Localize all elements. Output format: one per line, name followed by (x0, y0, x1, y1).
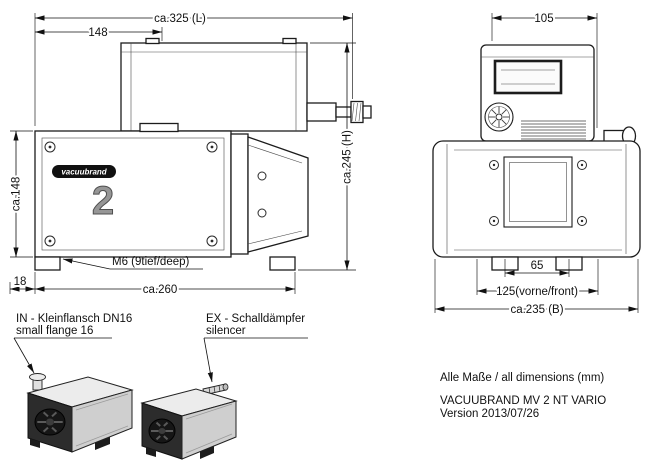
fan-grille (484, 102, 514, 132)
exhaust-label-en: silencer (206, 325, 246, 337)
pump-body-side: vacuubrand 2 (34, 122, 232, 258)
front-view: 105 65 125(vorne/front) ca.235 (B) (432, 11, 641, 318)
gas-ballast-fitting (306, 100, 372, 124)
dim-body-height: ca.148 (9, 130, 33, 258)
foot-right (269, 256, 296, 271)
iso-view-in (26, 373, 134, 453)
iso-foot (200, 446, 214, 459)
product-name: VACUUBRAND MV 2 NT VARIO (440, 395, 606, 407)
dim-length: ca.325 (L) (34, 11, 353, 126)
iso-foot (30, 438, 40, 448)
foot-left (34, 256, 61, 271)
dimensions-note: Alle Maße / all dimensions (mm) (440, 372, 604, 384)
dim-260-label: ca.260 (143, 284, 178, 296)
pump-head-cone (230, 133, 309, 255)
dim-65: 65 (504, 258, 570, 277)
brand-logo-plate (52, 165, 116, 178)
footer-notes: Alle Maße / all dimensions (mm) VACUUBRA… (440, 372, 606, 420)
pump-body-front (432, 140, 641, 258)
side-view: vacuubrand 2 ca.325 (L) 148 (9, 11, 372, 298)
label-exhaust: EX - Schalldämpfer silencer (203, 313, 308, 383)
iso-foot (95, 437, 110, 450)
motor-housing (120, 37, 308, 132)
dim-18-label: 18 (14, 276, 27, 288)
dim-148-label: 148 (88, 27, 107, 39)
dim-125: 125(vorne/front) (476, 259, 599, 300)
dim-width: ca.235 (B) (434, 259, 639, 318)
callout-m6: M6 (9tief/deep) (62, 256, 203, 270)
inlet-label-en: small flange 16 (16, 325, 93, 337)
version-note: Version 2013/07/26 (440, 408, 539, 420)
housing-screw-boss (282, 37, 297, 45)
fan-iso-b (148, 418, 176, 444)
dim-height-label: ca.245 (H) (342, 130, 354, 184)
controller-head (480, 44, 595, 142)
vent-slats (521, 120, 586, 140)
dim-105-label: 105 (534, 13, 553, 25)
dim-65-label: 65 (531, 260, 544, 272)
model-badge: 2 (92, 179, 114, 223)
fan-iso-a (34, 408, 66, 436)
display (493, 59, 563, 95)
dim-length-label: ca.325 (L) (154, 13, 206, 25)
exhaust-label-de: EX - Schalldämpfer (206, 313, 305, 325)
inlet-label-de: IN - Kleinflansch DN16 (16, 313, 132, 325)
iso-foot (146, 447, 156, 457)
callout-m6-label: M6 (9tief/deep) (112, 256, 190, 268)
label-inlet: IN - Kleinflansch DN16 small flange 16 (13, 313, 132, 374)
top-bracket (139, 122, 179, 133)
iso-views: IN - Kleinflansch DN16 small flange 16 E… (13, 313, 308, 460)
dim-260: ca.260 (34, 272, 296, 298)
dim-body-height-label: ca.148 (11, 177, 23, 212)
iso-view-ex (140, 383, 238, 460)
dim-width-label: ca.235 (B) (510, 304, 563, 316)
dim-height: ca.245 (H) (298, 42, 356, 271)
dim-148: 148 (34, 25, 163, 41)
dim-105: 105 (491, 11, 598, 128)
housing-screw-boss (145, 37, 160, 45)
dim-125-label: 125(vorne/front) (496, 286, 578, 298)
brand-logo-text: vacuubrand (61, 168, 107, 177)
inlet-flange-icon (29, 373, 46, 391)
front-recess (503, 156, 573, 228)
